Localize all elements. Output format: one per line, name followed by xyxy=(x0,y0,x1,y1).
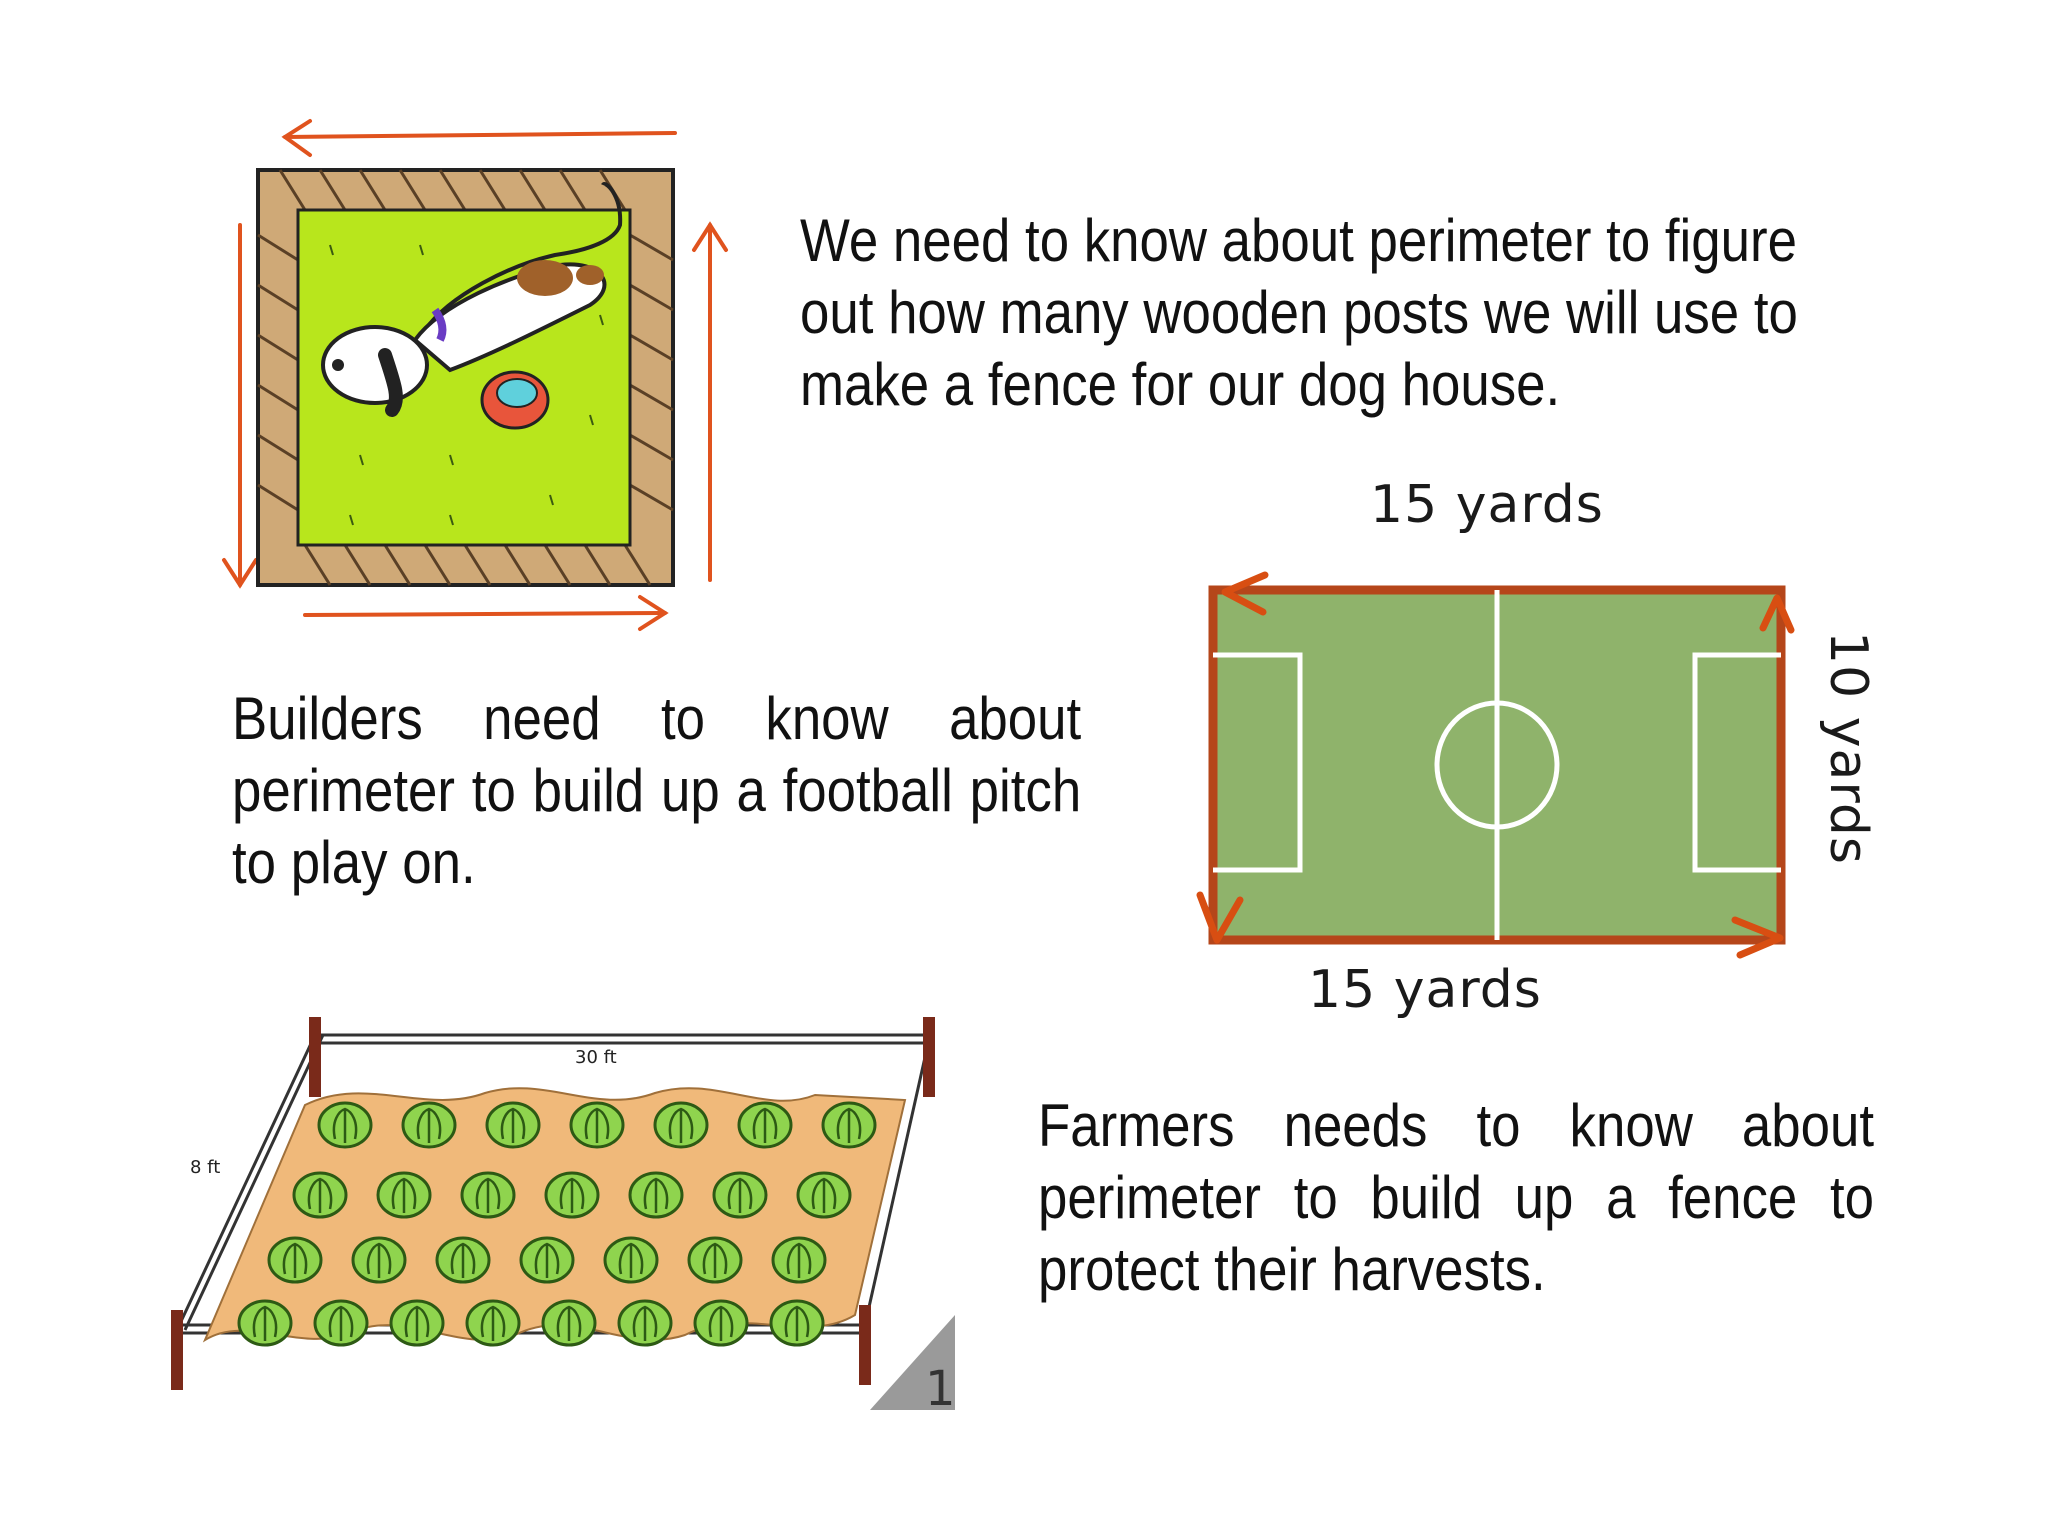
dog-pen-perimeter-arrows xyxy=(222,119,728,631)
pitch-bottom-length-label: 15 yards xyxy=(1308,960,1542,1020)
vegetable-field-illustration: 1 30 ft 8 ft xyxy=(171,1017,955,1415)
field-corner-label: 1 xyxy=(925,1361,955,1415)
dog-pen-illustration xyxy=(222,119,728,631)
football-pitch-illustration xyxy=(1196,571,1795,959)
farmers-paragraph: Farmers needs to know about perimeter to… xyxy=(1038,1092,1874,1303)
dog-icon xyxy=(321,182,623,417)
field-top-length-label: 30 ft xyxy=(575,1047,617,1068)
pitch-top-length-label: 15 yards xyxy=(1370,475,1604,535)
builders-paragraph: Builders need to know about perimeter to… xyxy=(232,685,1082,896)
pitch-side-width-label: 10 yards xyxy=(1818,631,1878,865)
dog-bowl-icon xyxy=(480,370,550,430)
plant-rows xyxy=(237,1101,877,1347)
field-side-width-label: 8 ft xyxy=(190,1157,220,1178)
dog-house-paragraph: We need to know about perimeter to figur… xyxy=(800,207,1798,418)
pitch-perimeter-arrows xyxy=(1196,571,1795,959)
